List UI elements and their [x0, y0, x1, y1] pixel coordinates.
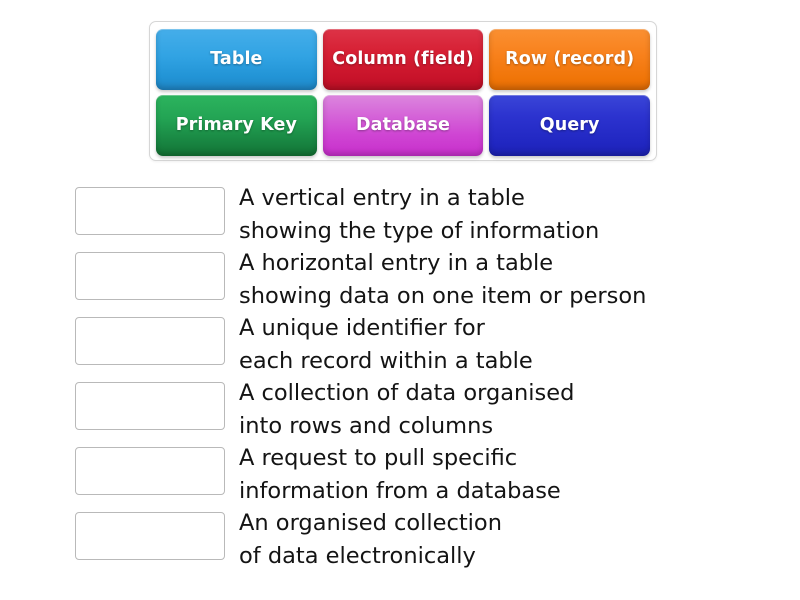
answer-row: A collection of data organised into rows… — [75, 377, 775, 442]
tile-row-record[interactable]: Row (record) — [489, 29, 651, 90]
tile-table[interactable]: Table — [156, 29, 317, 90]
drop-target-3[interactable] — [75, 317, 225, 365]
drop-target-2[interactable] — [75, 252, 225, 300]
answer-list: A vertical entry in a table showing the … — [75, 182, 775, 572]
tile-database[interactable]: Database — [322, 95, 484, 156]
answer-row: A vertical entry in a table showing the … — [75, 182, 775, 247]
answer-row: A horizontal entry in a table showing da… — [75, 247, 775, 312]
definition-text-6: An organised collection of data electron… — [239, 510, 502, 569]
tile-bank-row-2: Primary Key Database Query — [156, 95, 651, 156]
answer-row: An organised collection of data electron… — [75, 507, 775, 572]
definition-text-3: A unique identifier for each record with… — [239, 315, 533, 374]
answer-row: A unique identifier for each record with… — [75, 312, 775, 377]
answer-row: A request to pull specific information f… — [75, 442, 775, 507]
drop-target-4[interactable] — [75, 382, 225, 430]
drop-target-1[interactable] — [75, 187, 225, 235]
tile-column-field[interactable]: Column (field) — [322, 29, 484, 90]
drop-target-6[interactable] — [75, 512, 225, 560]
drop-target-5[interactable] — [75, 447, 225, 495]
tile-bank-row-1: Table Column (field) Row (record) — [156, 29, 651, 90]
tile-primary-key[interactable]: Primary Key — [156, 95, 317, 156]
definition-text-1: A vertical entry in a table showing the … — [239, 185, 600, 244]
definition-text-4: A collection of data organised into rows… — [239, 380, 575, 439]
definition-text-2: A horizontal entry in a table showing da… — [239, 250, 647, 309]
tile-bank: Table Column (field) Row (record) Primar… — [149, 21, 657, 161]
tile-query[interactable]: Query — [489, 95, 651, 156]
definition-text-5: A request to pull specific information f… — [239, 445, 561, 504]
